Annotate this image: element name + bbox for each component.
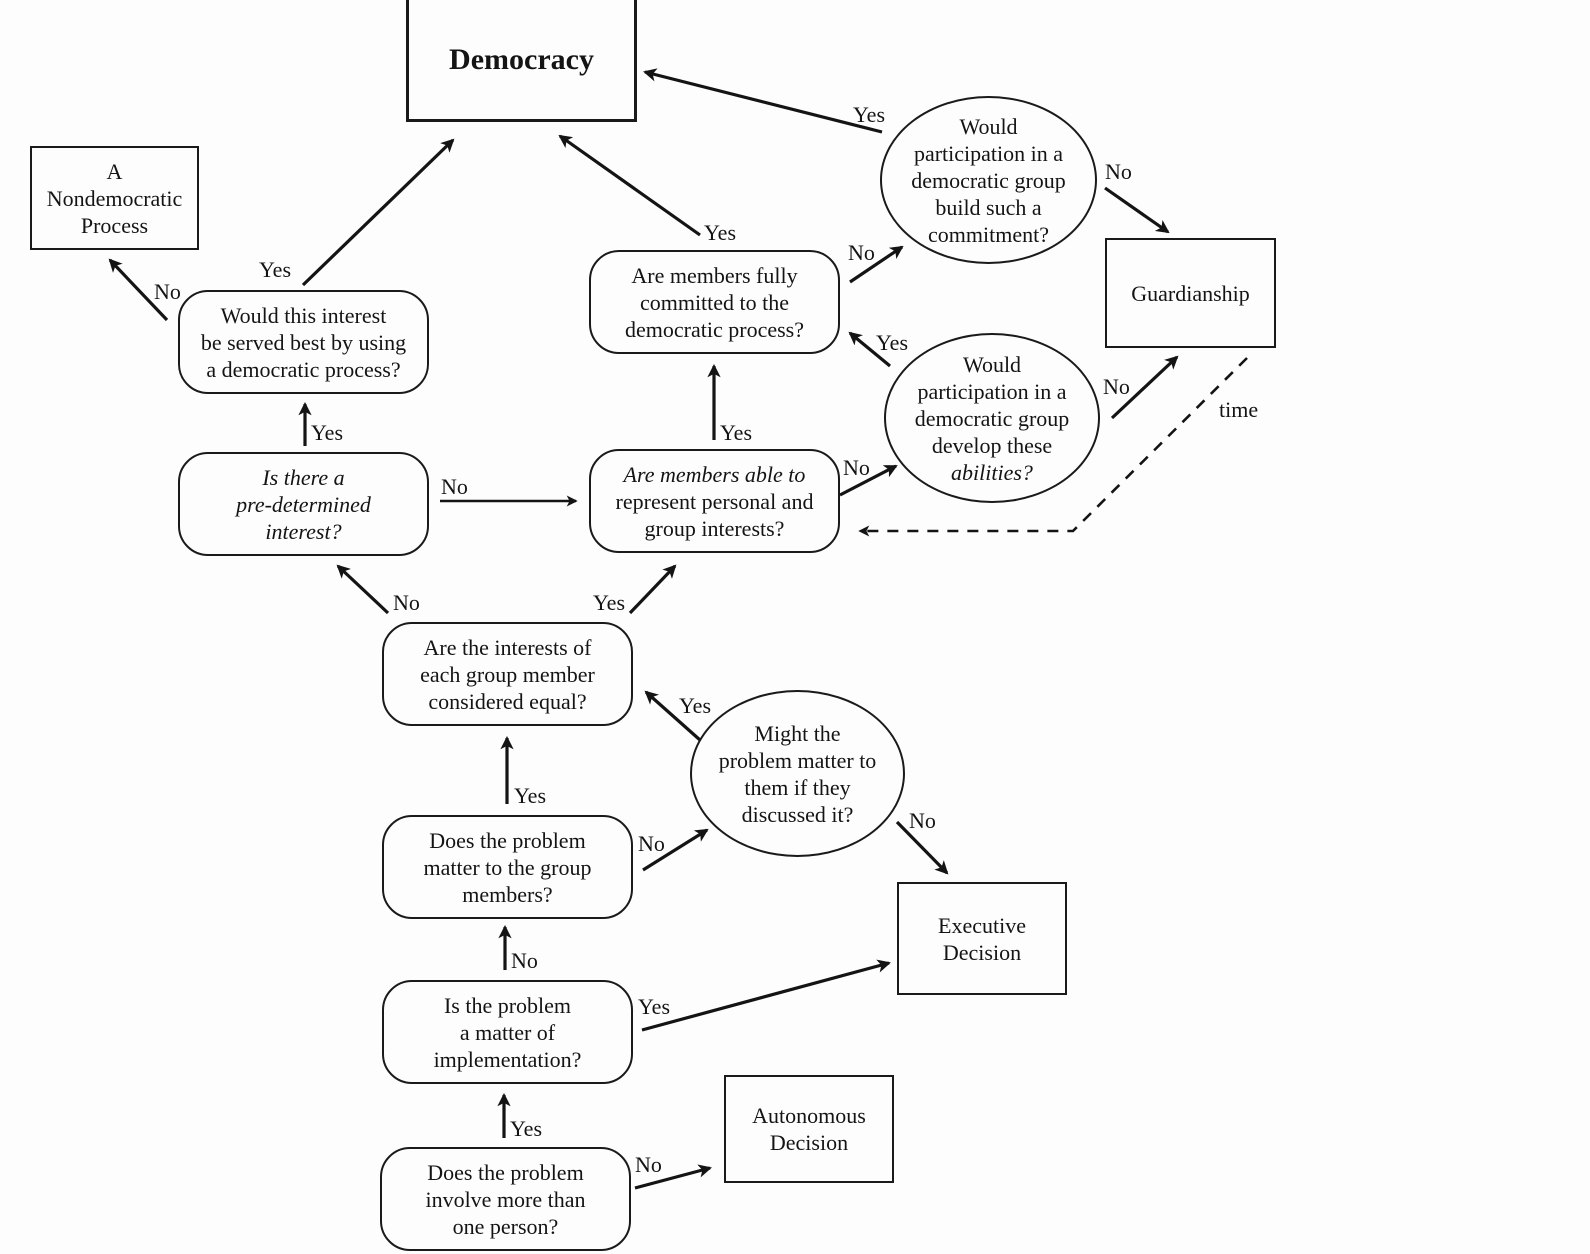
edge-committed-to-build xyxy=(849,245,904,284)
label-might-yes: Yes xyxy=(679,693,712,718)
label-develop-yes: Yes xyxy=(876,330,909,355)
edge-equal-to-predetermined xyxy=(336,564,390,615)
executive-decision-box: Executive Decision xyxy=(897,882,1067,995)
edge-served-to-democracy xyxy=(301,138,455,287)
edge-might-to-equal xyxy=(644,690,702,742)
edge-able-to-develop xyxy=(839,464,898,497)
edge-build-to-guardianship xyxy=(1104,186,1170,234)
label-involve-no: No xyxy=(635,1152,662,1177)
question-develop-abilities-label: Would participation in a democratic grou… xyxy=(914,351,1070,485)
question-predetermined-interest-label: Is there a pre-determined interest? xyxy=(236,464,371,544)
label-might-no: No xyxy=(909,808,936,833)
question-members-able-label: Are members able to represent personal a… xyxy=(615,461,814,541)
guardianship-box: Guardianship xyxy=(1105,238,1276,348)
democracy-box: Democracy xyxy=(406,0,637,122)
label-involve-yes: Yes xyxy=(510,1116,543,1141)
label-predetermined-no: No xyxy=(441,474,468,499)
label-predetermined-yes: Yes xyxy=(311,420,344,445)
edge-matter-to-might xyxy=(642,828,709,872)
edge-committed-to-democracy xyxy=(558,134,701,237)
question-matter-of-implementation-label: Is the problem a matter of implementatio… xyxy=(433,992,582,1072)
label-matter-no: No xyxy=(638,831,665,856)
question-predetermined-interest: Is there a pre-determined interest? xyxy=(178,452,429,556)
nondemocratic-process-label: A Nondemocratic Process xyxy=(46,158,183,238)
edge-develop-to-committed xyxy=(848,331,892,368)
question-matter-of-implementation: Is the problem a matter of implementatio… xyxy=(382,980,633,1084)
question-involve-more-than-one: Does the problem involve more than one p… xyxy=(380,1147,631,1251)
question-might-matter: Might the problem matter to them if they… xyxy=(690,690,905,857)
label-implementation-no: No xyxy=(511,948,538,973)
edge-build-to-democracy xyxy=(643,68,883,134)
question-develop-abilities: Would participation in a democratic grou… xyxy=(884,333,1100,503)
edge-involve-to-autonomous xyxy=(634,1164,712,1190)
edge-equal-to-able xyxy=(628,564,677,615)
question-involve-more-than-one-label: Does the problem involve more than one p… xyxy=(425,1159,586,1239)
label-equal-no: No xyxy=(393,590,420,615)
question-build-commitment: Would participation in a democratic grou… xyxy=(880,96,1097,264)
edge-served-to-nondemocratic xyxy=(108,258,169,322)
autonomous-decision-label: Autonomous Decision xyxy=(752,1103,866,1155)
edge-time-loop xyxy=(858,357,1248,537)
question-members-committed-label: Are members fully committed to the democ… xyxy=(625,262,804,342)
label-implementation-yes: Yes xyxy=(638,994,671,1019)
question-might-matter-label: Might the problem matter to them if they… xyxy=(718,720,877,827)
question-served-by-democracy: Would this interest be served best by us… xyxy=(178,290,429,394)
label-matter-yes: Yes xyxy=(514,783,547,808)
label-time: time xyxy=(1219,397,1259,422)
edge-develop-to-guardianship xyxy=(1110,355,1179,420)
question-interests-equal: Are the interests of each group member c… xyxy=(382,622,633,726)
question-build-commitment-label: Would participation in a democratic grou… xyxy=(911,113,1066,247)
question-interests-equal-label: Are the interests of each group member c… xyxy=(420,634,595,714)
question-problem-matters: Does the problem matter to the group mem… xyxy=(382,815,633,919)
label-served-yes: Yes xyxy=(259,257,292,282)
label-equal-yes: Yes xyxy=(593,590,626,615)
label-build-no: No xyxy=(1105,159,1132,184)
label-develop-no: No xyxy=(1103,374,1130,399)
label-able-no: No xyxy=(843,455,870,480)
question-members-able: Are members able to represent personal a… xyxy=(589,449,840,553)
executive-decision-label: Executive Decision xyxy=(938,912,1026,965)
question-served-by-democracy-label: Would this interest be served best by us… xyxy=(200,302,407,382)
label-committed-yes: Yes xyxy=(704,220,737,245)
label-committed-no: No xyxy=(848,240,875,265)
question-members-committed: Are members fully committed to the democ… xyxy=(589,250,840,354)
edge-implementation-to-executive xyxy=(641,959,891,1032)
label-able-yes: Yes xyxy=(720,420,753,445)
label-served-no: No xyxy=(154,279,181,304)
edge-might-to-executive xyxy=(895,820,949,875)
question-problem-matters-label: Does the problem matter to the group mem… xyxy=(423,827,592,907)
guardianship-label: Guardianship xyxy=(1131,280,1250,306)
autonomous-decision-box: Autonomous Decision xyxy=(724,1075,894,1183)
democracy-label: Democracy xyxy=(449,42,594,76)
label-build-yes: Yes xyxy=(853,102,886,127)
nondemocratic-process-box: A Nondemocratic Process xyxy=(30,146,199,250)
